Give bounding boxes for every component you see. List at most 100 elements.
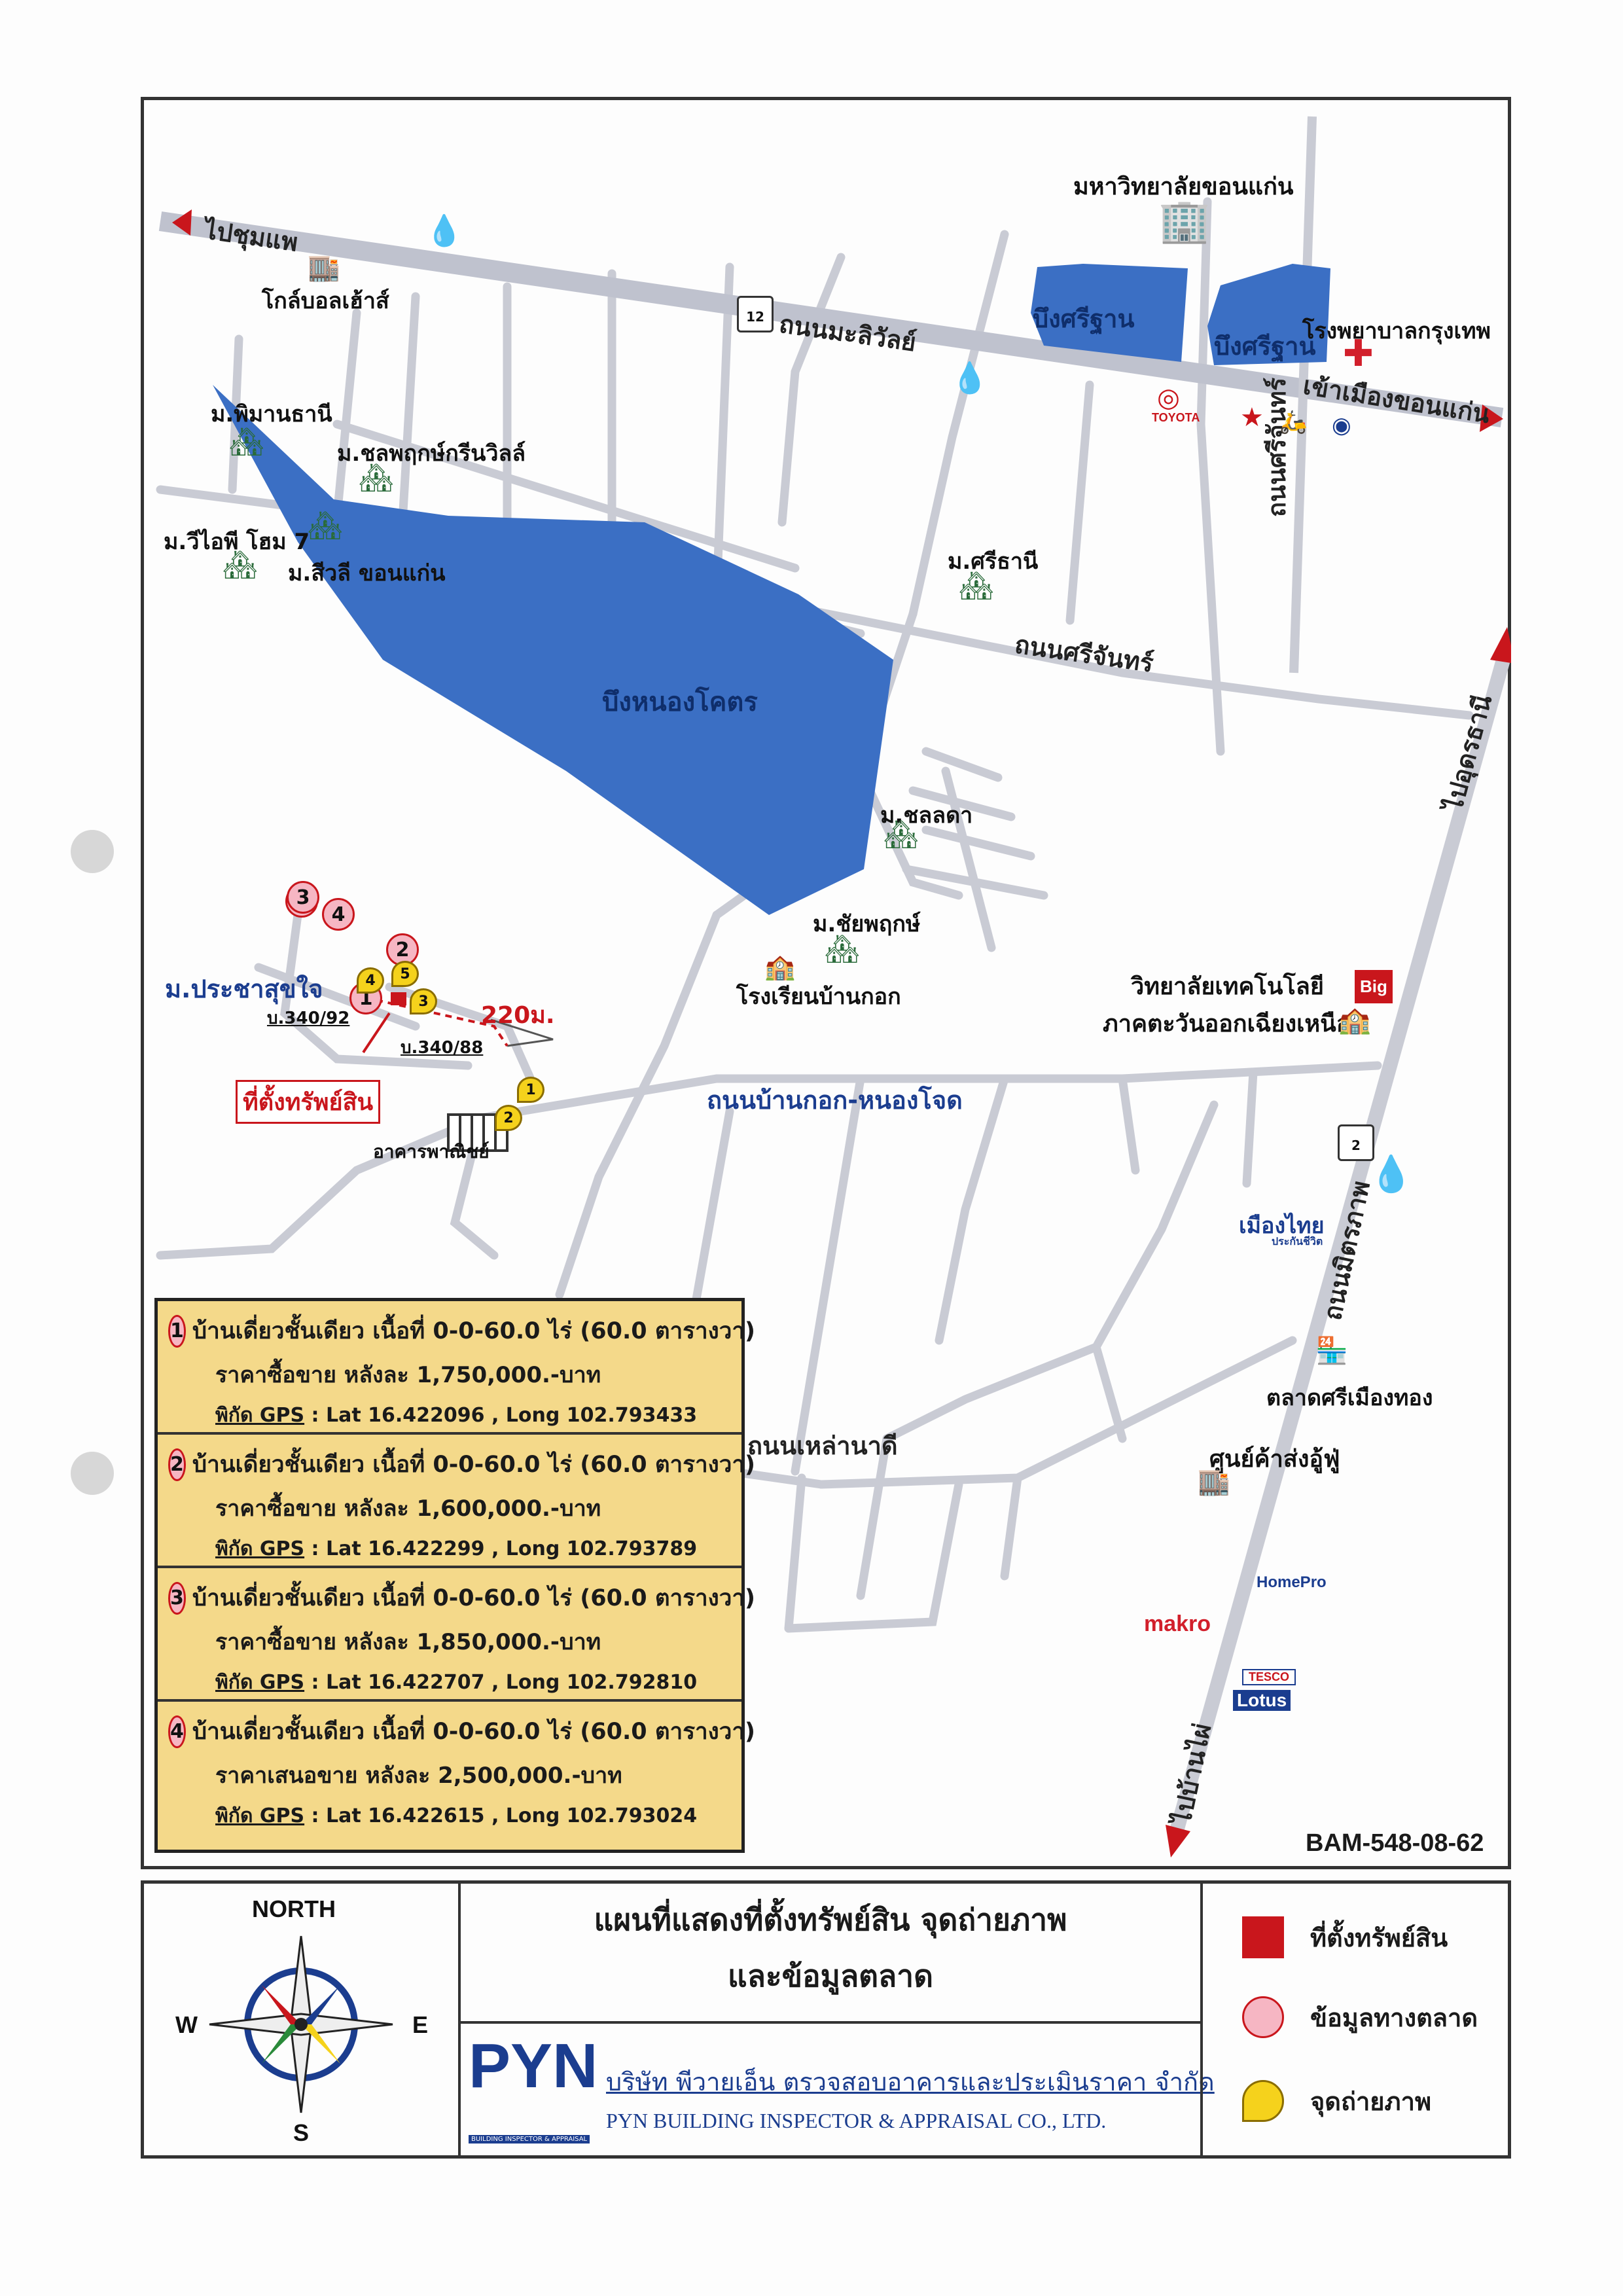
star-logo-icon: ★ — [1240, 403, 1264, 433]
wholesale-store-icon: 🏬 — [1198, 1467, 1230, 1497]
fuel-station-icon: 💧 — [951, 360, 989, 395]
legend-circle-icon — [1242, 1996, 1284, 2038]
fuel-station-icon: 💧 — [1369, 1153, 1414, 1194]
gps-label: พิกัด GPS — [215, 1537, 305, 1560]
company-name-thai: บริษัท พีวายเอ็น ตรวจสอบอาคารและประเมินร… — [606, 2068, 1215, 2096]
label-srimuangthong-market: ตลาดศรีเมืองทอง — [1266, 1385, 1433, 1411]
market-data-table: 1 บ้านเดี่ยวชั้นเดียว เนื้อที่ 0-0-60.0 ไ… — [154, 1298, 755, 1853]
listing-description: บ้านเดี่ยวชั้นเดียว เนื้อที่ 0-0-60.0 ไร… — [192, 1585, 756, 1611]
photo-point-2: 2 — [495, 1105, 522, 1131]
market-marker-2: 2 — [386, 933, 419, 966]
photo-point-1: 1 — [517, 1077, 544, 1103]
label-chonlada: ม.ชลลดา — [880, 802, 973, 829]
label-tech-college-line1: วิทยาลัยเทคโนโลยี — [1131, 973, 1324, 1000]
gps-label: พิกัด GPS — [215, 1671, 305, 1694]
route-shield-12: 12 — [737, 296, 774, 332]
village-icon: 🏘 — [883, 818, 919, 850]
label-bankok-nongkot-road: ถนนบ้านกอก-หนองโจด — [707, 1086, 963, 1115]
label-chaiyaphruek: ม.ชัยพฤกษ์ — [813, 911, 921, 937]
honda-logo-icon: 🛵 — [1279, 409, 1308, 435]
map-title-line2: และข้อมูลตลาด — [728, 1958, 933, 1994]
photo-point-5: 5 — [391, 961, 419, 987]
label-house-340-92: บ.340/92 — [267, 1009, 350, 1028]
market-icon: 🏪 — [1315, 1336, 1348, 1366]
gps-label: พิกัด GPS — [215, 1404, 305, 1427]
listing-price: ราคาเสนอขาย หลังละ 2,500,000.-บาท — [215, 1763, 622, 1789]
legend-label: ที่ตั้งทรัพย์สิน — [1310, 1923, 1448, 1952]
brand-makro: makro — [1144, 1611, 1211, 1636]
market-marker-3: 3 — [287, 881, 319, 914]
photo-point-4: 4 — [357, 967, 384, 994]
label-prachasukjai: ม.ประชาสุขใจ — [165, 975, 323, 1003]
gps-coordinates: : Lat 16.422096 , Long 102.793433 — [304, 1404, 698, 1427]
label-commercial-building: อาคารพาณิชย์ — [373, 1141, 490, 1162]
village-icon: 🏘 — [825, 933, 860, 965]
fuel-station-icon: 💧 — [425, 213, 463, 248]
legend-label: ข้อมูลทางตลาด — [1310, 2003, 1478, 2032]
property-marker — [391, 992, 406, 1005]
gps-label: พิกัด GPS — [215, 1804, 305, 1827]
village-icon: 🏘 — [359, 461, 394, 493]
listing-description: บ้านเดี่ยวชั้นเดียว เนื้อที่ 0-0-60.0 ไร… — [192, 1719, 756, 1745]
label-lake-srithan-1: บึงศรีฐาน — [1033, 304, 1135, 333]
gps-coordinates: : Lat 16.422615 , Long 102.793024 — [304, 1804, 698, 1827]
srichan-road — [1289, 116, 1317, 673]
listing-description: บ้านเดี่ยวชั้นเดียว เนื้อที่ 0-0-60.0 ไร… — [192, 1452, 756, 1478]
gps-coordinates: : Lat 16.422707 , Long 102.792810 — [304, 1671, 698, 1694]
listing-price: ราคาซื้อขาย หลังละ 1,750,000.-บาท — [215, 1362, 601, 1388]
legend-item-market: ข้อมูลทางตลาด — [1242, 1996, 1478, 2038]
label-phimanthani: ม.พิมานธานี — [211, 401, 332, 427]
label-lao-na-di-road: ถนนเหล่านาดี — [747, 1431, 898, 1460]
brand-muang-thai: เมืองไทย — [1239, 1213, 1325, 1238]
gps-coordinates: : Lat 16.422299 , Long 102.793789 — [304, 1537, 698, 1560]
lake-srithan-1 — [1031, 264, 1188, 362]
company-logo-tagline: BUILDING INSPECTOR & APPRAISAL — [469, 2135, 590, 2144]
brand-muang-thai-sub: ประกันชีวิต — [1272, 1236, 1323, 1247]
compass-panel: NORTH W E S — [144, 1884, 461, 2155]
arrow-south — [1166, 1825, 1190, 1857]
label-siwali: ม.สีวลี ขอนแก่น — [288, 560, 446, 586]
label-lake-srithan-2: บึงศรีฐาน — [1214, 332, 1316, 361]
lake-srithan-2 — [1207, 264, 1330, 365]
legend-square-icon — [1242, 1916, 1284, 1958]
label-global-house: โกล์บอลเฮ้าส์ — [262, 288, 389, 314]
arrow-north — [1490, 627, 1511, 664]
listing-price: ราคาซื้อขาย หลังละ 1,600,000.-บาท — [215, 1496, 601, 1522]
listing-number: 1 — [168, 1314, 186, 1348]
company-name-english: PYN BUILDING INSPECTOR & APPRAISAL CO., … — [606, 2109, 1107, 2132]
label-property-location: ที่ตั้งทรัพย์สิน — [236, 1080, 381, 1124]
map-canvas — [156, 116, 1511, 1857]
punch-hole — [71, 830, 114, 873]
label-house-340-88: บ.340/88 — [401, 1038, 484, 1058]
compass-north-label: NORTH — [252, 1895, 336, 1922]
brand-toyota: TOYOTA — [1152, 411, 1200, 424]
map-title-panel: แผนที่แสดงที่ตั้งทรัพย์สิน จุดถ่ายภาพ แล… — [461, 1884, 1200, 2024]
legend-item-photo: จุดถ่ายภาพ — [1242, 2080, 1431, 2122]
title-block: NORTH W E S แผนที่แสดงที่ตั้งทรัพย์สิน จ… — [141, 1880, 1511, 2159]
brand-tesco: TESCO — [1242, 1669, 1296, 1685]
village-icon: 🏘 — [959, 569, 994, 601]
arrow-east — [1480, 404, 1503, 432]
listing-price: ราคาซื้อขาย หลังละ 1,850,000.-บาท — [215, 1629, 601, 1655]
route-shield-2: 2 — [1338, 1124, 1374, 1161]
arrow-west — [172, 209, 192, 236]
hospital-cross-icon: ✚ — [1343, 332, 1374, 375]
document-reference: BAM-548-08-62 — [1306, 1829, 1484, 1857]
village-icon: 🏘 — [308, 509, 343, 541]
lake-nongkot — [213, 385, 893, 915]
malivan-road — [158, 211, 1504, 427]
label-chonlaphruek: ม.ชลพฤกษ์กรีนวิลล์ — [337, 440, 526, 467]
legend-photo-icon — [1242, 2080, 1284, 2122]
company-logo: PYN — [469, 2031, 598, 2101]
listing-number: 4 — [168, 1715, 186, 1748]
label-bangkok-hospital: โรงพยาบาลกรุงเทพ — [1302, 318, 1491, 344]
brand-homepro: HomePro — [1257, 1573, 1327, 1591]
compass-west-label: W — [175, 2011, 198, 2038]
school-icon: 🏫 — [764, 952, 796, 981]
market-marker-4: 4 — [322, 898, 355, 931]
label-lake-nongkot: บึงหนองโคตร — [602, 687, 758, 717]
